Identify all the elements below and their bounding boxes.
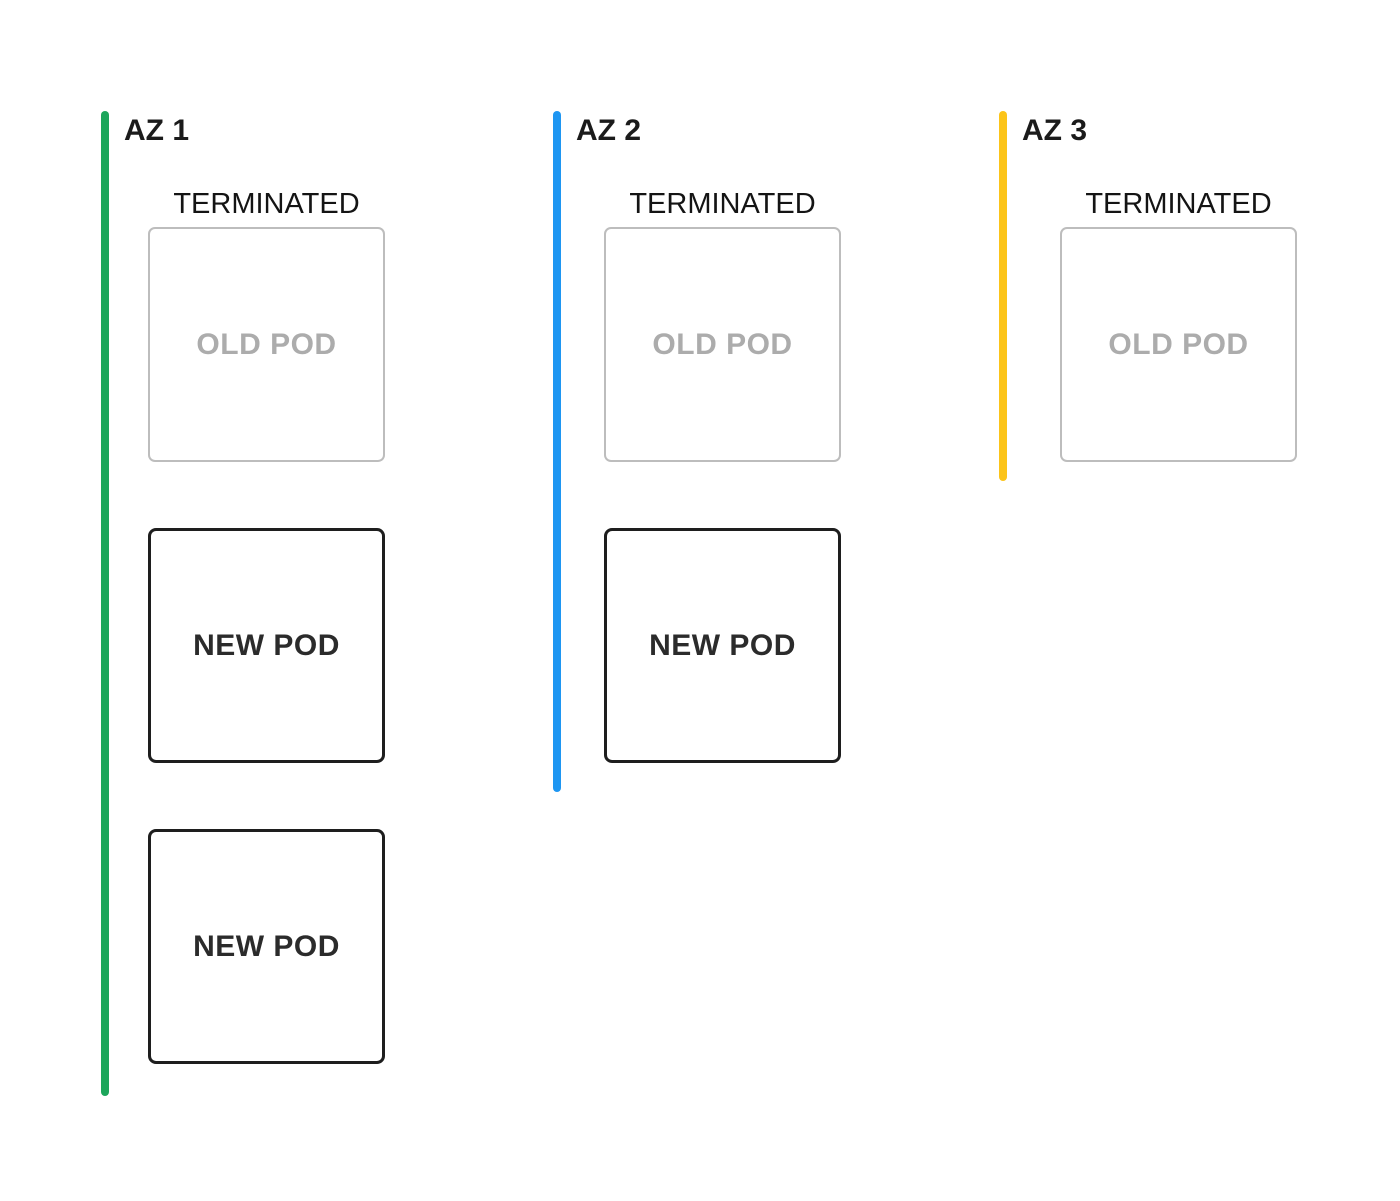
az1-label: AZ 1 [124,114,190,147]
az2-terminated-label: TERMINATED [629,188,816,220]
az1-new-pod-label-2: NEW POD [193,929,340,963]
az2-new-pod-label: NEW POD [649,628,796,662]
az2-timeline-line [553,111,561,792]
az3-terminated-label: TERMINATED [1085,188,1272,220]
az1-old-pod-label: OLD POD [196,327,337,361]
az1-old-pod-box: OLD POD [148,227,385,462]
az2-new-pod-box: NEW POD [604,528,841,763]
az3-old-pod-label: OLD POD [1108,327,1249,361]
az1-new-pod-box-2: NEW POD [148,829,385,1064]
az2-label: AZ 2 [576,114,642,147]
az1-new-pod-label-1: NEW POD [193,628,340,662]
az1-timeline-line [101,111,109,1096]
az1-new-pod-box-1: NEW POD [148,528,385,763]
az2-old-pod-label: OLD POD [652,327,793,361]
az2-old-pod-box: OLD POD [604,227,841,462]
az3-old-pod-box: OLD POD [1060,227,1297,462]
az3-label: AZ 3 [1022,114,1088,147]
az1-terminated-label: TERMINATED [173,188,360,220]
az3-timeline-line [999,111,1007,481]
